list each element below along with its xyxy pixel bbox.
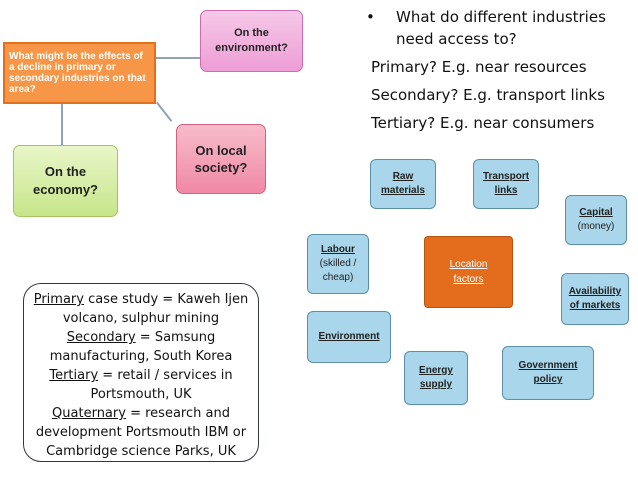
factor-energy-line2: supply (419, 379, 453, 390)
center-line1: Location (449, 259, 488, 270)
answer-primary: Primary? E.g. near resources (371, 58, 587, 76)
factor-availability: Availability of markets (561, 273, 629, 325)
case-quaternary-cont2: Cambridge science Parks, UK (46, 444, 236, 459)
environment-branch-line1: On the (234, 27, 269, 39)
factor-labour-line1: Labour (321, 244, 355, 255)
question-line2: need access to? (396, 30, 517, 48)
society-branch-line2: society? (194, 160, 248, 175)
factor-labour: Labour (skilled / cheap) (307, 234, 369, 294)
economy-branch-line2: economy? (32, 182, 98, 197)
factor-environment-line1: Environment (318, 331, 380, 342)
case-quaternary-cont: development Portsmouth IBM or (35, 425, 247, 440)
question-bullet: • What do different industries need acce… (344, 6, 638, 50)
location-factors-center: Location factors (424, 236, 513, 308)
case-primary: Primary case study = Kaweh Ijen (24, 290, 258, 309)
factor-transport-line1: Transport (482, 171, 530, 182)
bullet-dot: • (366, 8, 375, 26)
central-question-box: What might be the effects of a decline i… (3, 42, 156, 104)
case-secondary: Secondary = Samsung (24, 328, 258, 347)
case-primary-text: case study = Kaweh Ijen (83, 292, 249, 307)
factor-labour-line2: (skilled / (319, 258, 357, 269)
connector-line-economy (61, 104, 63, 146)
factor-environment: Environment (307, 311, 391, 363)
factor-labour-line3: cheap) (322, 272, 354, 283)
connector-line-society (156, 101, 173, 122)
factor-capital-line2: (money) (577, 221, 615, 232)
factor-government-line1: Government (518, 360, 578, 371)
factor-availability-line1: Availability (568, 286, 622, 297)
answer-tertiary: Tertiary? E.g. near consumers (371, 114, 595, 132)
economy-branch-box: On the economy? (13, 145, 118, 217)
case-primary-label: Primary (33, 292, 84, 307)
society-branch-line1: On local (195, 143, 247, 158)
center-line2: factors (453, 274, 484, 285)
factor-government: Government policy (502, 346, 594, 400)
case-secondary-label: Secondary (66, 330, 136, 345)
factor-raw-line2: materials (381, 185, 425, 196)
case-studies-box: Primary case study = Kaweh Ijen volcano,… (23, 283, 259, 462)
factor-raw-materials: Raw materials (370, 159, 436, 209)
factor-capital-line1: Capital (579, 207, 613, 218)
case-secondary-cont: manufacturing, South Korea (49, 349, 233, 364)
case-tertiary: Tertiary = retail / services in (24, 366, 258, 385)
economy-branch-line1: On the (44, 164, 87, 179)
case-tertiary-text: = retail / services in (98, 368, 233, 383)
central-question-text: What might be the effects of a decline i… (9, 51, 146, 95)
factor-transport-line2: links (494, 185, 518, 196)
connector-line-env (156, 57, 200, 59)
factor-raw-line1: Raw (392, 171, 414, 182)
case-primary-cont: volcano, sulphur mining (62, 311, 220, 326)
case-tertiary-cont: Portsmouth, UK (90, 387, 192, 402)
case-tertiary-label: Tertiary (49, 368, 99, 383)
factor-transport-links: Transport links (473, 159, 539, 209)
factor-energy-line1: Energy (419, 365, 453, 376)
question-text: What do different industries need access… (344, 6, 638, 50)
factor-capital: Capital (money) (565, 195, 627, 245)
question-line1: What do different industries (396, 8, 606, 26)
environment-branch-box: On the environment? (200, 10, 303, 72)
society-branch-box: On local society? (176, 124, 266, 194)
factor-availability-line2: of markets (569, 300, 621, 311)
environment-branch-line2: environment? (215, 42, 288, 54)
case-quaternary-label: Quaternary (52, 406, 126, 421)
case-secondary-text: = Samsung (135, 330, 216, 345)
case-quaternary: Quaternary = research and (24, 404, 258, 423)
answer-secondary: Secondary? E.g. transport links (371, 86, 605, 104)
case-quaternary-text: = research and (125, 406, 230, 421)
factor-energy: Energy supply (404, 351, 468, 405)
factor-government-line2: policy (533, 374, 563, 385)
